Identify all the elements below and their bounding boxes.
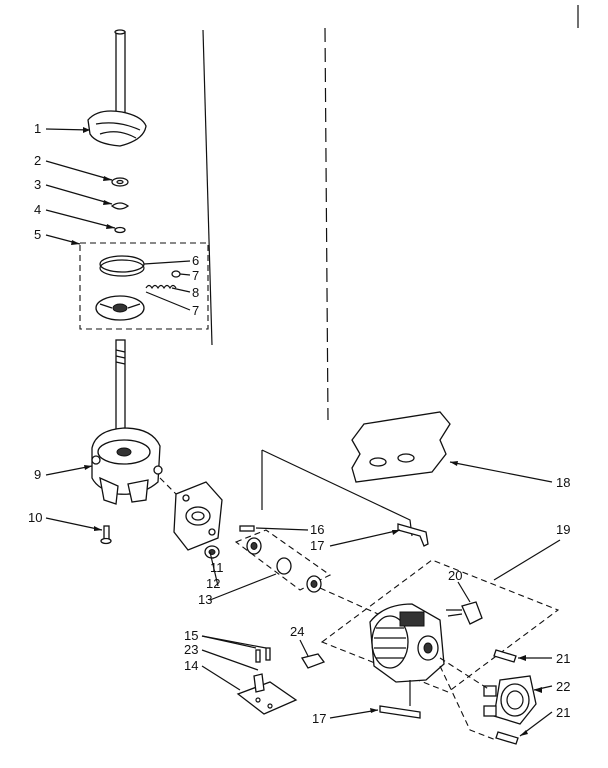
part-6-spring-ring [99,255,145,277]
label-4: 4 [34,202,41,217]
label-15: 15 [184,628,198,643]
label-22: 22 [556,679,570,694]
label-23: 23 [184,642,198,657]
part-12-coupling-plate [173,481,223,551]
part-14-bracket [236,673,298,715]
label-20: 20 [448,568,462,583]
callout-labels: 1 2 3 4 5 6 7 8 7 9 10 11 12 13 15 23 14… [28,121,570,726]
part-4-clip [114,226,126,234]
part-18-shield [351,411,451,483]
label-8: 8 [192,285,199,300]
label-17a: 17 [310,538,324,553]
label-6: 6 [192,253,199,268]
part-17-rod-bottom [379,705,421,719]
label-10: 10 [28,510,42,525]
arrowheads [71,127,542,736]
part-8-spring [145,284,177,290]
part-3-ring [110,202,130,210]
label-21b: 21 [556,705,570,720]
part-9-gearcase [91,339,163,505]
label-5: 5 [34,227,41,242]
motor [369,603,445,706]
part-10-screw [100,525,112,545]
label-12: 12 [206,576,220,591]
label-21a: 21 [556,651,570,666]
label-17b: 17 [312,711,326,726]
part-20-switch [446,601,483,625]
part-21-clip-top [493,649,517,663]
label-13: 13 [198,592,212,607]
label-9: 9 [34,467,41,482]
label-24: 24 [290,624,304,639]
label-14: 14 [184,658,198,673]
part-5-kit-box [79,242,209,330]
part-24-clip [300,653,326,669]
label-11: 11 [210,560,224,575]
part-17-rod-top [397,523,429,547]
scan-lines [202,5,579,421]
part-13-coupling-set [234,529,332,593]
label-2: 2 [34,153,41,168]
part-21-clip-bottom [495,731,519,745]
label-3: 3 [34,177,41,192]
label-16: 16 [310,522,324,537]
part-15-screws [255,647,271,663]
part-2-washer [111,177,129,187]
part-22-pump [483,675,537,725]
label-7b: 7 [192,303,199,318]
part-7-pawl [171,270,181,278]
part-11-coupling [204,545,220,559]
part-1-agitator-shaft [87,29,147,147]
label-1: 1 [34,121,41,136]
part-brake-hub [95,295,145,321]
label-19: 19 [556,522,570,537]
label-7a: 7 [192,268,199,283]
part-16-pin [239,525,255,532]
label-18: 18 [556,475,570,490]
